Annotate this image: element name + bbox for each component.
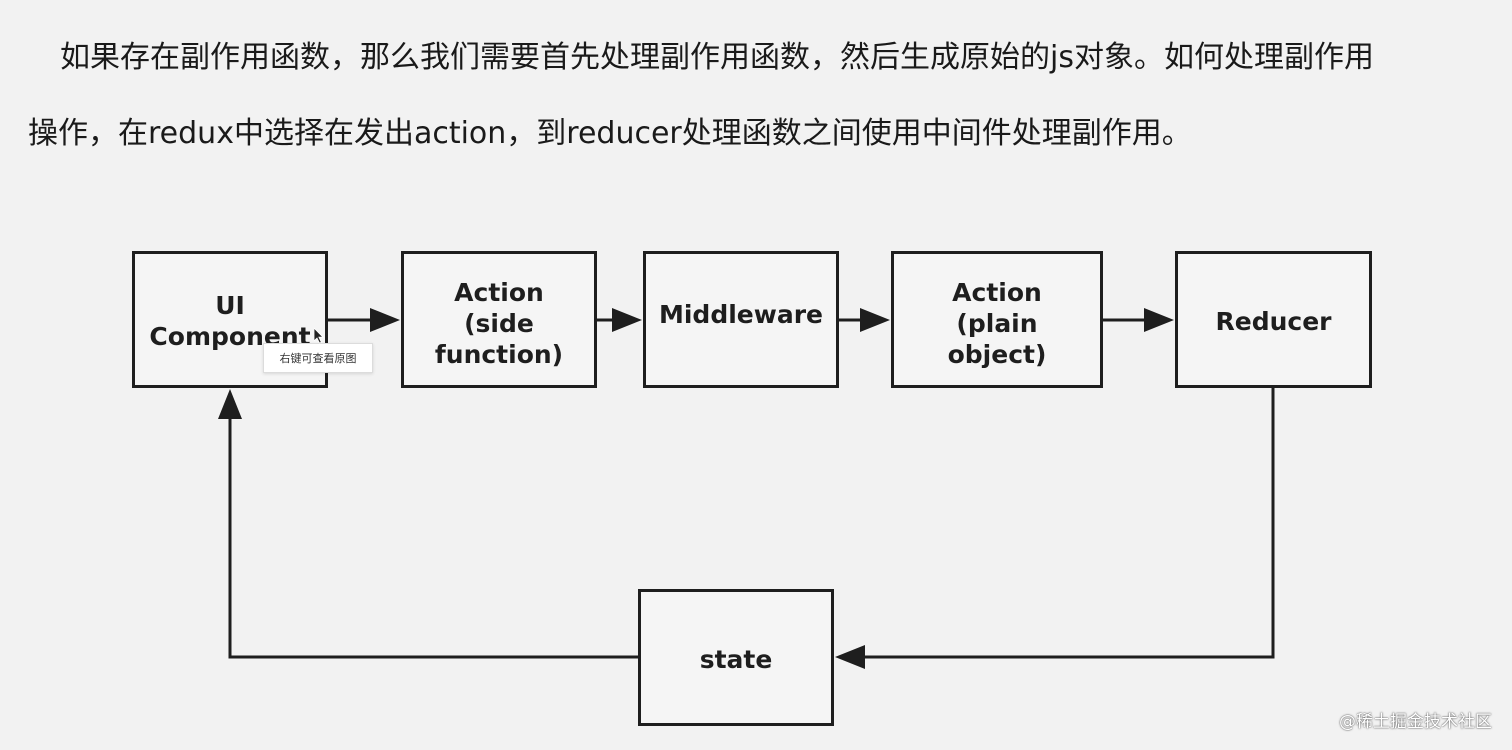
middleware-node: Middleware — [643, 251, 839, 388]
paragraph-line-2: 操作，在redux中选择在发出action，到reducer处理函数之间使用中间… — [28, 116, 1192, 151]
action-plain-object-node: Action (plain object) — [891, 251, 1103, 388]
action-plain-object-label: Action (plain object) — [947, 278, 1047, 369]
reducer-node: Reducer — [1175, 251, 1372, 388]
arrow-reducer-to-state — [863, 388, 1275, 659]
arrow-state-to-ui — [228, 417, 638, 659]
tooltip-text: 右键可查看原图 — [279, 352, 357, 365]
arrowhead-reducer-to-state — [835, 645, 865, 669]
arrowhead-ui-to-action-side — [370, 308, 400, 332]
watermark-credit: @稀土掘金技术社区 — [1339, 712, 1492, 732]
view-original-image-tooltip: 右键可查看原图 — [263, 343, 373, 373]
state-label: state — [699, 645, 773, 674]
action-side-function-label: Action (side function) — [434, 278, 564, 369]
paragraph-line-1: 如果存在副作用函数，那么我们需要首先处理副作用函数，然后生成原始的js对象。如何… — [60, 40, 1374, 75]
state-node: state — [638, 589, 834, 726]
action-side-function-node: Action (side function) — [401, 251, 597, 388]
arrowhead-action-plain-to-reducer — [1144, 308, 1174, 332]
arrowhead-middleware-to-action-plain — [860, 308, 890, 332]
intro-paragraph: 如果存在副作用函数，那么我们需要首先处理副作用函数，然后生成原始的js对象。如何… — [0, 0, 1512, 175]
arrowhead-state-to-ui — [218, 389, 242, 419]
middleware-label: Middleware — [658, 300, 823, 329]
mouse-cursor-icon — [314, 328, 324, 344]
arrowhead-action-side-to-middleware — [612, 308, 642, 332]
reducer-label: Reducer — [1215, 307, 1332, 336]
ui-component-node: UI Component — [132, 251, 328, 388]
